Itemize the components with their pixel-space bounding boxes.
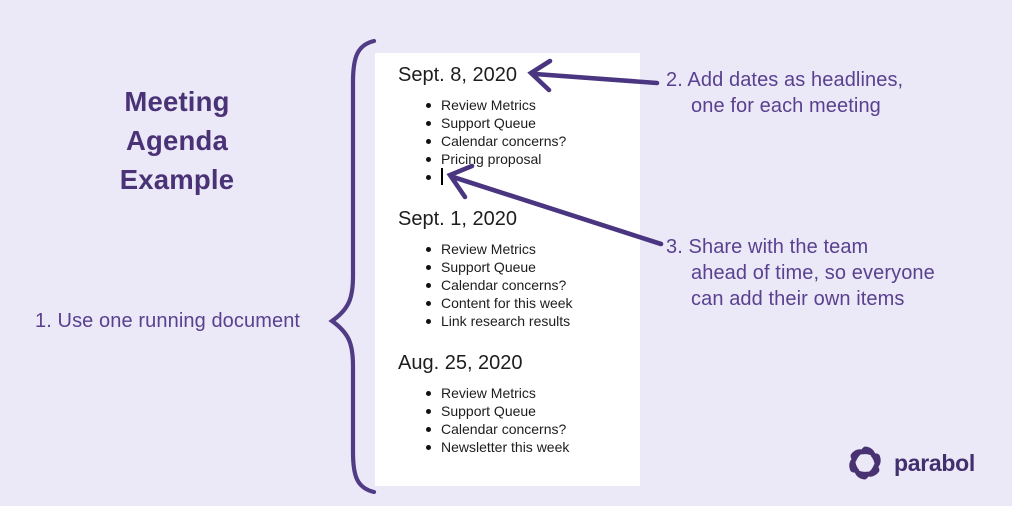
agenda-section: Sept. 8, 2020 Review Metrics Support Que… (398, 63, 640, 186)
parabol-pinwheel-icon (849, 446, 881, 480)
annotation-add-dates: 2. Add dates as headlines, one for each … (666, 67, 903, 119)
page-title-line: Example (119, 164, 235, 195)
agenda-item: Pricing proposal (425, 150, 640, 168)
agenda-item: Link research results (425, 312, 640, 330)
page-title-line: Meeting (124, 86, 230, 117)
annotation-line: one for each meeting (691, 95, 881, 117)
annotation-line: 2. Add dates as headlines, (666, 69, 904, 91)
annotation-line: 3. Share with the team (666, 236, 869, 258)
page-title-line: Agenda (125, 125, 229, 156)
agenda-item: Support Queue (425, 402, 640, 420)
left-curly-brace-icon (328, 38, 377, 495)
agenda-item-empty (425, 168, 640, 186)
page-title: Meeting Agenda Example (28, 82, 326, 199)
agenda-item: Review Metrics (425, 384, 640, 402)
agenda-date-heading: Sept. 8, 2020 (398, 64, 517, 86)
agenda-section: Aug. 25, 2020 Review Metrics Support Que… (398, 351, 640, 456)
agenda-item: Support Queue (425, 114, 640, 132)
agenda-date-heading: Aug. 25, 2020 (398, 352, 523, 374)
agenda-list: Review Metrics Support Queue Calendar co… (425, 384, 640, 456)
agenda-list: Review Metrics Support Queue Calendar co… (425, 240, 640, 330)
parabol-logo: parabol (846, 444, 975, 482)
agenda-date-heading: Sept. 1, 2020 (398, 208, 517, 230)
agenda-item: Review Metrics (425, 96, 640, 114)
annotation-line: can add their own items (691, 288, 905, 310)
agenda-item: Review Metrics (425, 240, 640, 258)
text-cursor-icon (441, 168, 443, 186)
agenda-section: Sept. 1, 2020 Review Metrics Support Que… (398, 207, 640, 330)
parabol-wordmark: parabol (894, 449, 975, 476)
agenda-document: Sept. 8, 2020 Review Metrics Support Que… (375, 53, 640, 486)
annotation-use-one-document: 1. Use one running document (35, 310, 301, 332)
agenda-item: Calendar concerns? (425, 420, 640, 438)
annotation-share-with-team: 3. Share with the team ahead of time, so… (666, 234, 935, 312)
agenda-item: Calendar concerns? (425, 276, 640, 294)
agenda-item: Newsletter this week (425, 438, 640, 456)
agenda-list: Review Metrics Support Queue Calendar co… (425, 96, 640, 186)
agenda-item: Content for this week (425, 294, 640, 312)
agenda-item: Calendar concerns? (425, 132, 640, 150)
agenda-item: Support Queue (425, 258, 640, 276)
annotation-line: ahead of time, so everyone (691, 262, 935, 284)
